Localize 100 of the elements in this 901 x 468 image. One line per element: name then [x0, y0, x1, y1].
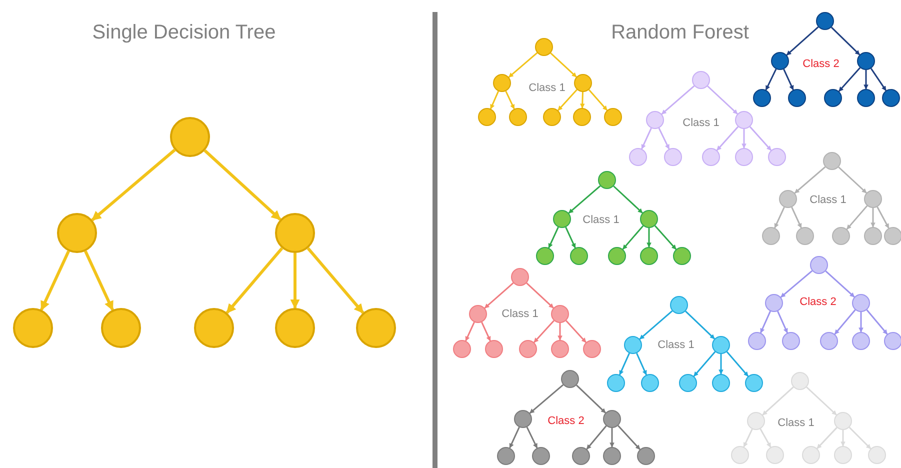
- tree-node-circle: [864, 227, 882, 245]
- tree-node-circle: [820, 332, 838, 350]
- tree-node-circle: [485, 340, 503, 358]
- arrow: [565, 226, 576, 248]
- tree-node-circle: [771, 52, 789, 70]
- tree-node-circle: [469, 305, 487, 323]
- tree-node-circle: [782, 332, 800, 350]
- tree-node-circle: [673, 247, 691, 265]
- arrow: [566, 320, 586, 343]
- panel-title: Random Forest: [611, 22, 749, 44]
- arrow: [816, 427, 838, 449]
- tree-node-circle: [603, 447, 621, 465]
- tree-node-circle: [692, 71, 710, 89]
- arrow: [762, 386, 794, 416]
- tree-node-circle: [573, 108, 591, 126]
- tree-node-circle: [824, 89, 842, 107]
- arrow: [777, 310, 788, 334]
- tree-node-circle: [810, 256, 828, 274]
- tree-node-circle: [194, 308, 234, 348]
- arrow: [765, 68, 777, 90]
- arrow: [550, 52, 577, 78]
- tree-node-circle: [735, 148, 753, 166]
- tree-node-circle: [640, 210, 658, 228]
- tree-node-circle: [551, 305, 569, 323]
- tree-node-circle: [604, 108, 622, 126]
- arrow: [526, 426, 538, 448]
- tree-node-circle: [864, 190, 882, 208]
- panel-title: Single Decision Tree: [92, 22, 276, 44]
- tree-node-circle: [791, 372, 809, 390]
- tree-node-circle: [641, 374, 659, 392]
- arrow: [780, 270, 813, 298]
- arrow: [716, 126, 739, 151]
- arrow: [508, 52, 538, 78]
- arrow: [830, 26, 860, 56]
- tree-node-circle: [57, 213, 97, 253]
- arrow: [639, 310, 673, 340]
- class-label: Class 1: [528, 82, 566, 94]
- tree-node-circle: [670, 296, 688, 314]
- arrow: [791, 206, 802, 228]
- arrow: [636, 352, 647, 376]
- arrow: [576, 384, 606, 414]
- class-label: Class 2: [802, 58, 840, 70]
- tree-node-circle: [796, 227, 814, 245]
- tree-node-circle: [762, 227, 780, 245]
- tree-node-circle: [608, 247, 626, 265]
- arrow: [658, 128, 670, 150]
- tree-node-circle: [607, 374, 625, 392]
- tree-node-circle: [640, 247, 658, 265]
- tree-node-circle: [583, 340, 601, 358]
- arrow: [870, 68, 887, 91]
- tree-node-circle: [646, 111, 664, 129]
- tree-node-circle: [788, 89, 806, 107]
- arrow: [481, 322, 491, 342]
- tree-node-circle: [679, 374, 697, 392]
- class-label: Class 1: [682, 117, 720, 129]
- tree-node-circle: [834, 412, 852, 430]
- arrow: [226, 247, 284, 314]
- arrow: [774, 206, 785, 228]
- tree-node-circle: [834, 446, 852, 464]
- arrow: [610, 428, 614, 448]
- arrow: [838, 67, 861, 92]
- tree-node-circle: [275, 213, 315, 253]
- arrow: [641, 128, 652, 150]
- arrow: [726, 351, 749, 377]
- tree-node-circle: [748, 332, 766, 350]
- tree-node-circle: [852, 332, 870, 350]
- arrow: [825, 270, 855, 298]
- arrow: [661, 85, 695, 115]
- arrow: [846, 205, 868, 230]
- arrow: [568, 185, 601, 214]
- tree-node-circle: [511, 268, 529, 286]
- tree-node-circle: [551, 340, 569, 358]
- arrow: [558, 89, 578, 111]
- tree-node-circle: [884, 227, 901, 245]
- tree-node-circle: [553, 210, 571, 228]
- tree-node-circle: [170, 117, 210, 157]
- arrow: [588, 89, 608, 111]
- tree-node-circle: [857, 52, 875, 70]
- tree-node-circle: [13, 308, 53, 348]
- arrow: [505, 90, 515, 110]
- arrow: [529, 384, 564, 414]
- arrow: [534, 320, 554, 343]
- arrow: [749, 126, 772, 151]
- tree-node-circle: [868, 446, 886, 464]
- class-label: Class 1: [502, 308, 538, 320]
- tree-node-circle: [747, 412, 765, 430]
- arrow: [838, 166, 867, 194]
- tree-node-circle: [535, 38, 553, 56]
- arrow: [40, 250, 70, 311]
- arrow: [707, 86, 738, 114]
- tree-node-circle: [514, 410, 532, 428]
- arrow: [618, 425, 640, 450]
- arrow: [622, 225, 644, 250]
- arrow: [693, 351, 716, 377]
- tree-node-circle: [603, 410, 621, 428]
- tree-node-circle: [802, 446, 820, 464]
- tree-node-circle: [712, 374, 730, 392]
- tree-node-circle: [572, 447, 590, 465]
- tree-node-circle: [823, 152, 841, 170]
- arrow: [742, 129, 746, 148]
